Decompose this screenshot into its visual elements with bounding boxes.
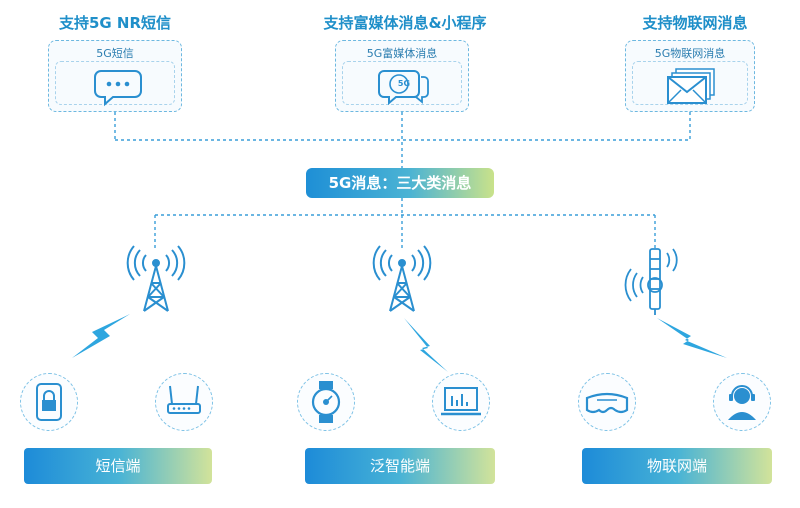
title-iot-message: 支持物联网消息 — [642, 14, 748, 32]
laptop-chart-icon — [441, 387, 481, 416]
box-5g-iot-inner — [632, 61, 748, 105]
box-5g-iot-label: 5G物联网消息 — [654, 47, 726, 60]
box-5g-rich-media-inner — [342, 61, 462, 105]
hub-5g-message-three-types: 5G消息：三大类消息 — [306, 168, 494, 198]
5g-message-icon — [378, 70, 429, 106]
customer-service-icon — [728, 385, 756, 420]
cell-tower-icon-left — [126, 245, 186, 312]
envelope-icon — [667, 68, 715, 104]
smartwatch-icon — [311, 381, 341, 423]
lightning-icon-center — [404, 318, 448, 372]
box-5g-iot: 5G物联网消息 — [625, 40, 755, 112]
category-smart-terminal: 泛智能端 — [305, 448, 495, 484]
category-iot-terminal: 物联网端 — [582, 448, 772, 484]
title-nr-sms: 支持5G NR短信 — [58, 14, 172, 32]
phone-lock-icon — [36, 383, 62, 421]
box-5g-rich-media: 5G富媒体消息 5G — [335, 40, 469, 112]
router-icon — [167, 385, 201, 414]
chat-bubble-icon — [94, 70, 142, 107]
router-device-circle — [155, 373, 213, 431]
iot-antenna-icon — [624, 248, 678, 315]
box-5g-rich-media-label: 5G富媒体消息 — [366, 47, 438, 60]
box-5g-sms-label: 5G短信 — [96, 47, 134, 60]
lightning-icon-right — [657, 318, 727, 358]
lightning-icon-left — [72, 314, 130, 358]
cell-tower-icon-center — [372, 245, 432, 312]
box-5g-sms: 5G短信 — [48, 40, 182, 112]
vr-headset-icon — [585, 392, 629, 414]
5g-icon-text: 5G — [397, 79, 411, 88]
category-sms-terminal: 短信端 — [24, 448, 212, 484]
title-rich-media: 支持富媒体消息&小程序 — [323, 14, 487, 32]
box-5g-sms-inner — [55, 61, 175, 105]
